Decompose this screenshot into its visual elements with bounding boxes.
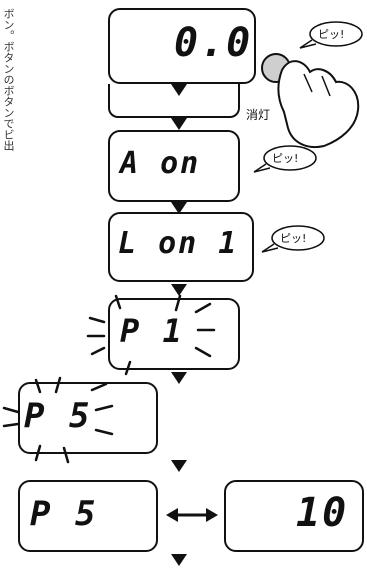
down-arrow-4 [171, 284, 187, 296]
display-readout-7: P 5 [30, 494, 98, 534]
down-arrow-2 [171, 118, 187, 130]
beep-text-1: ピッ! [318, 28, 344, 41]
display-readout-1: 0.0 [174, 20, 253, 66]
beep-bubble-2: ピッ! [253, 145, 317, 173]
lights-off-label: 消灯 [246, 108, 271, 122]
down-arrow-1 [171, 84, 187, 96]
display-box-3 [108, 130, 240, 202]
display-box-7 [18, 480, 158, 552]
display-readout-5: P 1 [120, 312, 184, 350]
display-box-5 [108, 298, 240, 370]
down-arrow-5 [171, 372, 187, 384]
double-arrow-icon [166, 508, 218, 522]
beep-text-2: ピッ! [272, 152, 298, 165]
display-readout-4: L on 1 [118, 226, 239, 261]
beep-bubble-3: ピッ! [261, 225, 325, 253]
margin-text: ボン。ボタンのボタンでビ出 [2, 8, 15, 151]
beep-text-3: ピッ! [280, 232, 306, 245]
display-readout-6: P 5 [24, 396, 92, 436]
display-box-8 [224, 480, 364, 552]
blink-rays-2 [2, 376, 114, 464]
beep-bubble-1: ピッ! [299, 21, 363, 49]
display-readout-3: A on [120, 146, 201, 181]
down-arrow-3 [171, 202, 187, 214]
blink-rays-1 [86, 294, 216, 376]
hand-icon [277, 60, 360, 148]
display-box-4 [108, 212, 254, 282]
display-readout-8: 10 [296, 490, 349, 536]
down-arrow-6 [171, 460, 187, 472]
flow-arrows [171, 84, 187, 566]
display-box-1 [108, 8, 256, 84]
display-box-2 [108, 84, 240, 118]
down-arrow-7 [171, 554, 187, 566]
display-box-6 [18, 382, 158, 454]
